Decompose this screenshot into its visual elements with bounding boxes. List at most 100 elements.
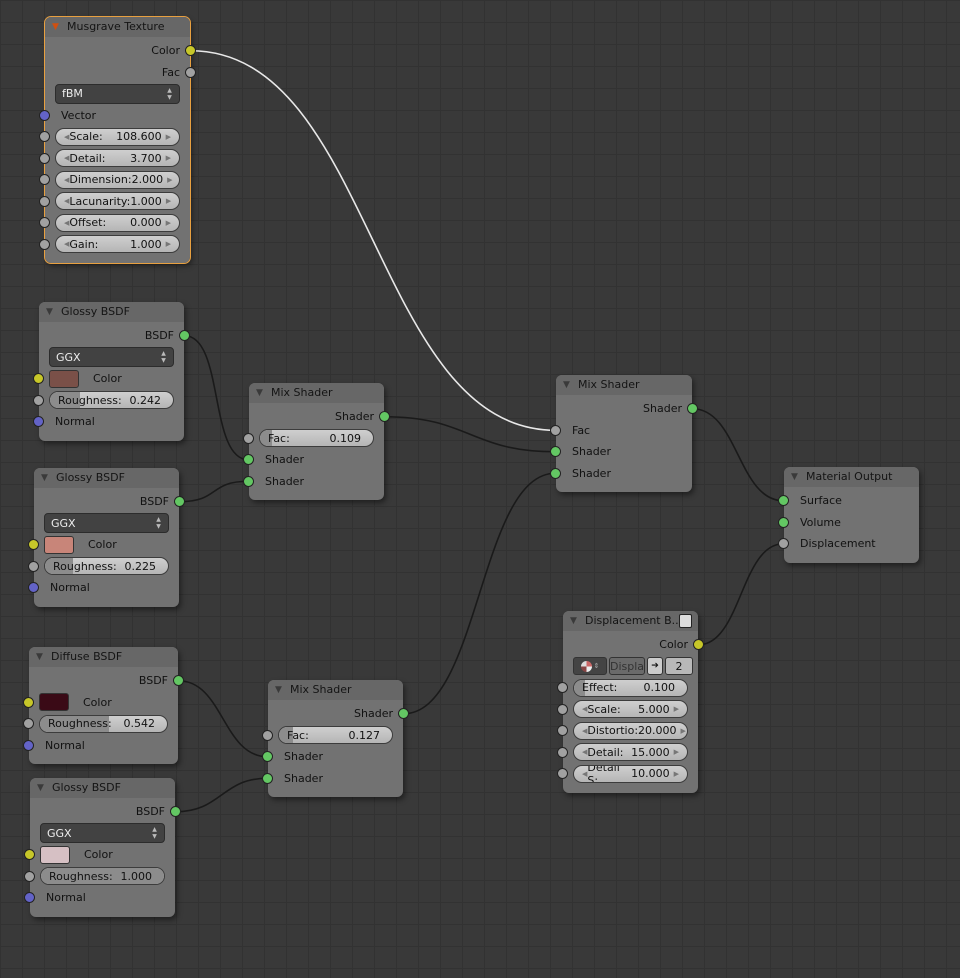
slider-field[interactable]: Roughness:0.225 [44,557,169,576]
shader-socket[interactable] [174,496,185,508]
color-socket[interactable] [185,45,196,57]
shader-socket[interactable] [173,675,184,687]
node-group-icon[interactable] [679,614,692,628]
texture-selector[interactable]: ⇕Displa➔2 [573,657,694,676]
float-socket[interactable] [39,174,50,186]
vector-socket[interactable] [23,739,34,751]
increment-arrow-icon[interactable]: ▶ [167,175,173,184]
shader-socket[interactable] [170,806,181,818]
node-header[interactable]: ▼Glossy BSDF [34,468,179,488]
vector-socket[interactable] [24,892,35,904]
increment-arrow-icon[interactable]: ▶ [680,726,686,735]
decrement-arrow-icon[interactable]: ◀ [582,726,588,735]
texture-name[interactable]: Displa [609,657,646,676]
decrement-arrow-icon[interactable]: ◀ [582,705,588,714]
node-link[interactable] [184,334,249,461]
decrement-arrow-icon[interactable]: ◀ [64,175,70,184]
collapse-triangle-icon[interactable]: ▼ [41,473,48,483]
color-socket[interactable] [693,639,704,651]
shader-socket[interactable] [778,495,789,507]
node-header[interactable]: ▼Diffuse BSDF [29,647,178,667]
color-swatch[interactable] [44,535,74,554]
number-field[interactable]: ◀Offset:0.000▶ [55,213,180,232]
node-header[interactable]: ▼Mix Shader [249,383,384,403]
collapse-triangle-icon[interactable]: ▼ [256,388,263,398]
node-header[interactable]: ▼Glossy BSDF [30,778,175,798]
float-socket[interactable] [557,768,568,780]
float-socket[interactable] [185,66,196,78]
color-swatch[interactable] [39,693,69,712]
node-link[interactable] [403,472,556,715]
shader-socket[interactable] [778,516,789,528]
new-texture-button[interactable]: ➔ [647,657,664,676]
number-field[interactable]: ◀Gain:1.000▶ [55,235,180,254]
shader-socket[interactable] [179,330,190,342]
color-socket[interactable] [24,849,35,861]
slider-field[interactable]: Fac:0.127 [278,726,393,745]
number-field[interactable]: ◀Dimension:2.000▶ [55,170,180,189]
shader-socket[interactable] [379,411,390,423]
vector-socket[interactable] [33,416,44,428]
collapse-triangle-icon[interactable]: ▼ [37,783,44,793]
float-socket[interactable] [243,432,254,444]
float-socket[interactable] [39,238,50,250]
number-field[interactable]: ◀Lacunarity:1.000▶ [55,192,180,211]
increment-arrow-icon[interactable]: ▶ [165,154,171,163]
color-socket[interactable] [23,696,34,708]
node-header[interactable]: ▼Musgrave Texture [45,17,190,37]
increment-arrow-icon[interactable]: ▶ [165,197,172,206]
node-link[interactable] [178,679,268,758]
node-header[interactable]: ▼Glossy BSDF [39,302,184,322]
shader-socket[interactable] [262,772,273,784]
node-header[interactable]: ▼Displacement B... [563,611,698,631]
increment-arrow-icon[interactable]: ▶ [673,748,679,757]
number-field[interactable]: ◀Detail S:10.000▶ [573,764,688,783]
slider-field[interactable]: Roughness:0.242 [49,391,174,410]
mode-dropdown[interactable]: GGX▲▼ [40,823,165,844]
number-field[interactable]: ◀Scale:108.600▶ [55,127,180,146]
node-link[interactable] [698,542,784,646]
shader-socket[interactable] [398,708,409,720]
user-count[interactable]: 2 [665,657,694,676]
color-swatch[interactable] [49,369,79,388]
decrement-arrow-icon[interactable]: ◀ [64,218,70,227]
mode-dropdown[interactable]: GGX▲▼ [44,513,169,534]
increment-arrow-icon[interactable]: ▶ [673,769,679,778]
decrement-arrow-icon[interactable]: ◀ [582,769,588,778]
decrement-arrow-icon[interactable]: ◀ [64,132,70,141]
color-socket[interactable] [33,373,44,385]
float-socket[interactable] [550,424,561,436]
float-socket[interactable] [557,746,568,758]
number-field[interactable]: ◀Distortio:20.000▶ [573,721,688,740]
shader-socket[interactable] [243,454,254,466]
number-field[interactable]: ◀Scale:5.000▶ [573,700,688,719]
vector-socket[interactable] [39,109,50,121]
float-socket[interactable] [39,217,50,229]
decrement-arrow-icon[interactable]: ◀ [64,154,70,163]
color-swatch[interactable] [40,845,70,864]
shader-socket[interactable] [262,751,273,763]
float-socket[interactable] [262,729,273,741]
node-link[interactable] [692,407,784,502]
float-socket[interactable] [33,394,44,406]
increment-arrow-icon[interactable]: ▶ [165,132,171,141]
float-socket[interactable] [39,131,50,143]
node-link[interactable] [384,415,556,453]
mode-dropdown[interactable]: fBM▲▼ [55,83,180,104]
node-link[interactable] [175,777,268,813]
float-socket[interactable] [28,560,39,572]
texture-preview-icon[interactable]: ⇕ [573,657,607,676]
shader-socket[interactable] [243,475,254,487]
node-header[interactable]: ▼Mix Shader [268,680,403,700]
float-socket[interactable] [778,538,789,550]
node-link[interactable] [179,480,249,503]
